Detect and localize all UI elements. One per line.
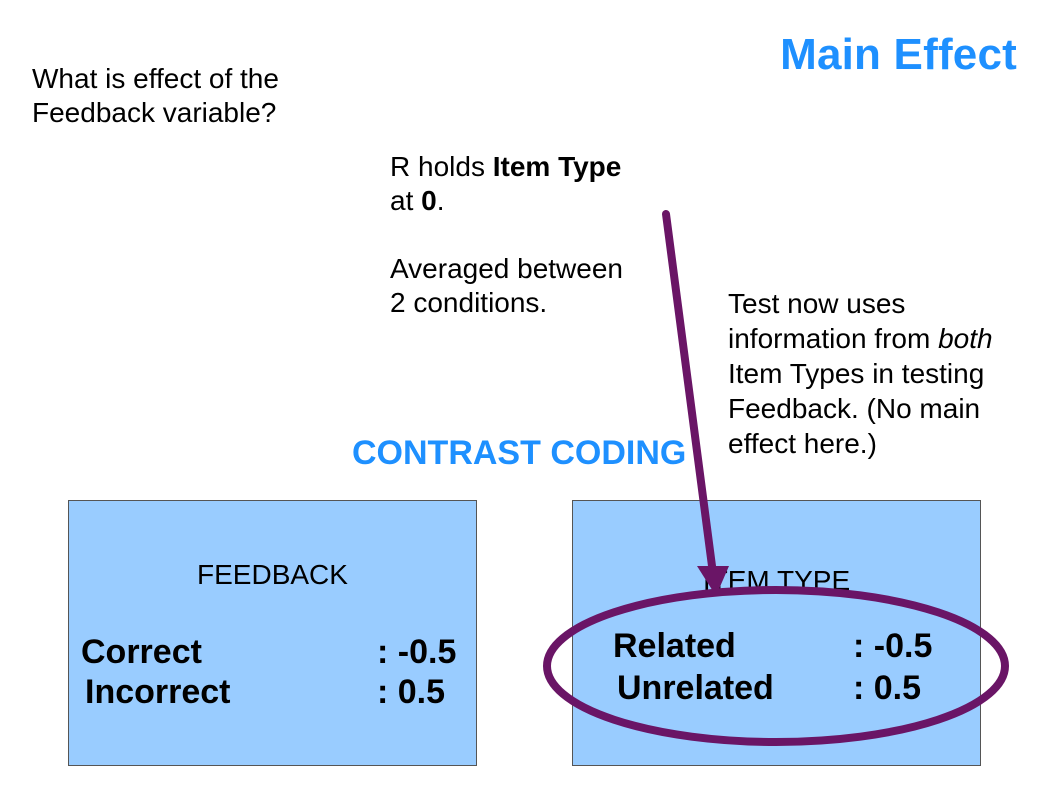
r-note-line-1-text: R holds — [390, 151, 493, 182]
feedback-row-value: : -0.5 — [377, 633, 457, 671]
feedback-box: FEEDBACK Correct : -0.5 Incorrect : 0.5 — [68, 500, 477, 766]
feedback-row-correct: Correct : -0.5 — [81, 633, 471, 673]
r-note-line-4: 2 conditions. — [390, 287, 548, 318]
item-type-row-label: Related — [613, 627, 736, 665]
feedback-row-label: Incorrect — [85, 673, 231, 711]
test-note-line-5: effect here.) — [728, 428, 877, 459]
feedback-row-incorrect: Incorrect : 0.5 — [85, 673, 475, 713]
r-note-line-1: R holds Item Type — [390, 150, 690, 184]
test-note-line-1: Test now uses — [728, 288, 906, 319]
r-holds-note: R holds Item Type at 0. Averaged between… — [390, 150, 690, 320]
test-note-line-2-italic: both — [938, 323, 993, 354]
item-type-box-title: ITEM TYPE — [702, 565, 851, 596]
r-note-line-2-bold: 0 — [421, 185, 437, 216]
feedback-row-value: : 0.5 — [377, 673, 446, 711]
item-type-row-label: Unrelated — [617, 669, 774, 707]
r-note-line-3: Averaged between — [390, 253, 623, 284]
test-note-line-4: Feedback. (No main — [728, 393, 981, 424]
test-note: Test now uses information from both Item… — [728, 286, 1038, 461]
r-note-line-2: at 0. — [390, 184, 690, 218]
test-note-line-2: information from both — [728, 321, 1038, 356]
item-type-row-value: : -0.5 — [853, 627, 933, 665]
contrast-coding-heading: CONTRAST CODING — [352, 434, 687, 472]
question-line-1: What is effect of the — [32, 63, 279, 94]
item-type-row-unrelated: Unrelated : 0.5 — [617, 669, 977, 709]
r-note-spacer — [390, 218, 690, 252]
feedback-box-title: FEEDBACK — [197, 559, 348, 590]
r-note-line-2-suffix: . — [436, 185, 445, 216]
slide-title: Main Effect — [780, 30, 1017, 79]
item-type-row-value: : 0.5 — [853, 669, 922, 707]
item-type-box: ITEM TYPE Related : -0.5 Unrelated : 0.5 — [572, 500, 981, 766]
question-text: What is effect of the Feedback variable? — [32, 62, 352, 130]
feedback-row-label: Correct — [81, 633, 202, 671]
item-type-row-related: Related : -0.5 — [613, 627, 973, 667]
test-note-line-2-text: information from — [728, 323, 939, 354]
test-note-line-3: Item Types in testing — [728, 358, 985, 389]
r-note-line-2-text: at — [390, 185, 422, 216]
question-line-2: Feedback variable? — [32, 97, 277, 128]
r-note-line-1-bold: Item Type — [492, 151, 622, 182]
